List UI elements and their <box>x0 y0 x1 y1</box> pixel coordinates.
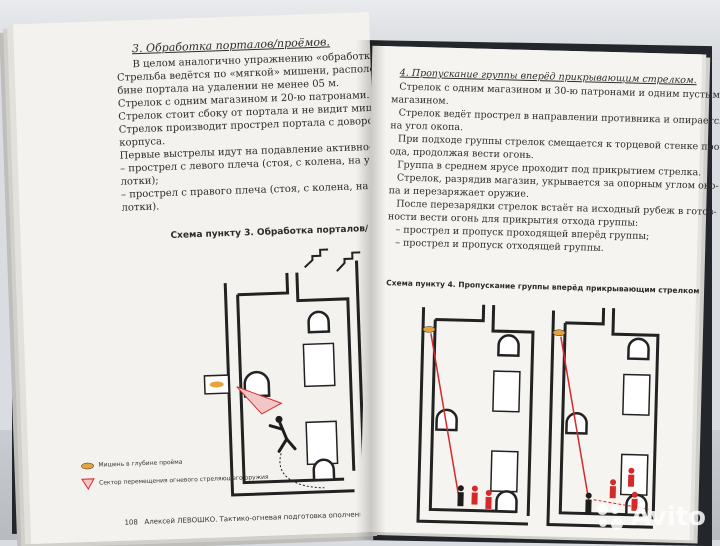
legend-orange-marker <box>81 462 94 470</box>
avito-watermark-text: Avito <box>630 502 706 532</box>
left-line: лотки). <box>121 201 160 214</box>
left-page: 3. Обработка порталов/проёмов. В целом а… <box>13 11 456 545</box>
avito-logo-icon <box>595 502 625 532</box>
book-gutter-shadow <box>356 40 386 540</box>
avito-watermark: Avito <box>595 502 706 532</box>
running-footer: Алексей ЛЕВОШКО. Тактико-огневая подгото… <box>144 510 369 527</box>
left-scheme-diagram <box>203 248 366 497</box>
legend-text: Мишень в глубине проёма <box>98 458 183 469</box>
right-scheme-diagram <box>416 304 660 529</box>
legend-red-sector <box>81 478 95 490</box>
right-scheme-title: Схема пункту 4. Пропускание группы вперё… <box>386 278 700 296</box>
right-page: 4. Пропускание группы вперёд прикрывающи… <box>359 45 720 541</box>
page-number: 108 <box>124 518 139 527</box>
